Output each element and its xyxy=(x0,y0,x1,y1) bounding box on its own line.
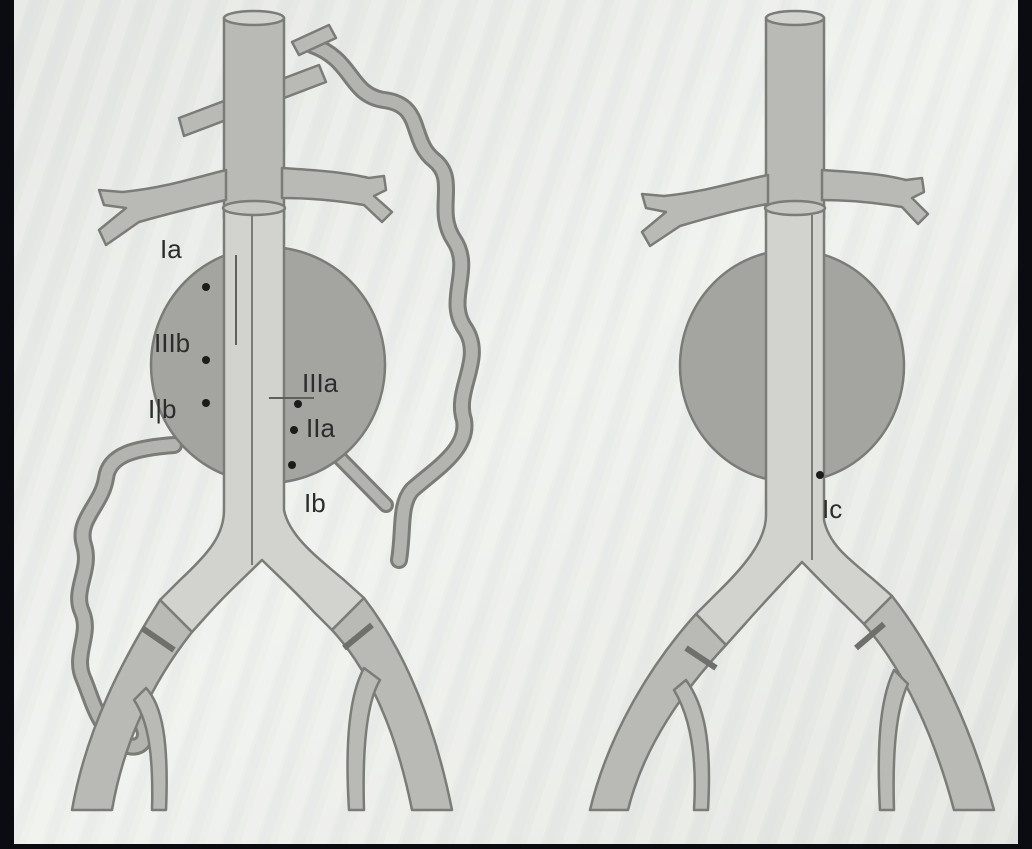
label-iia: IIa xyxy=(306,413,335,443)
endoleak-diagram: Ia IIIb I|b IIIa IIa Ib xyxy=(14,0,1018,844)
right-graft-proximal-ring xyxy=(765,201,825,215)
left-graft-proximal-ring xyxy=(223,201,285,215)
label-ib-right: Ib xyxy=(304,488,326,518)
leak-marker-iiia xyxy=(294,400,302,408)
leak-marker-iia xyxy=(290,426,298,434)
leak-marker-ia xyxy=(202,283,210,291)
leak-marker-ic xyxy=(816,471,824,479)
leak-marker-iiib xyxy=(202,356,210,364)
right-aorta-top-opening xyxy=(766,11,824,25)
leak-marker-ib-left xyxy=(202,399,210,407)
label-iiib: IIIb xyxy=(154,328,190,358)
label-ib-left: I|b xyxy=(148,394,176,424)
leak-marker-ib-right xyxy=(288,461,296,469)
left-suprarenal-aorta xyxy=(224,18,284,218)
label-ic: Ic xyxy=(822,494,842,524)
left-aorta-top-opening xyxy=(224,11,284,25)
label-iiia: IIIa xyxy=(302,368,339,398)
label-ia: Ia xyxy=(160,234,182,264)
right-suprarenal-aorta xyxy=(766,18,824,218)
diagram-photo: Ia IIIb I|b IIIa IIa Ib xyxy=(14,0,1018,844)
